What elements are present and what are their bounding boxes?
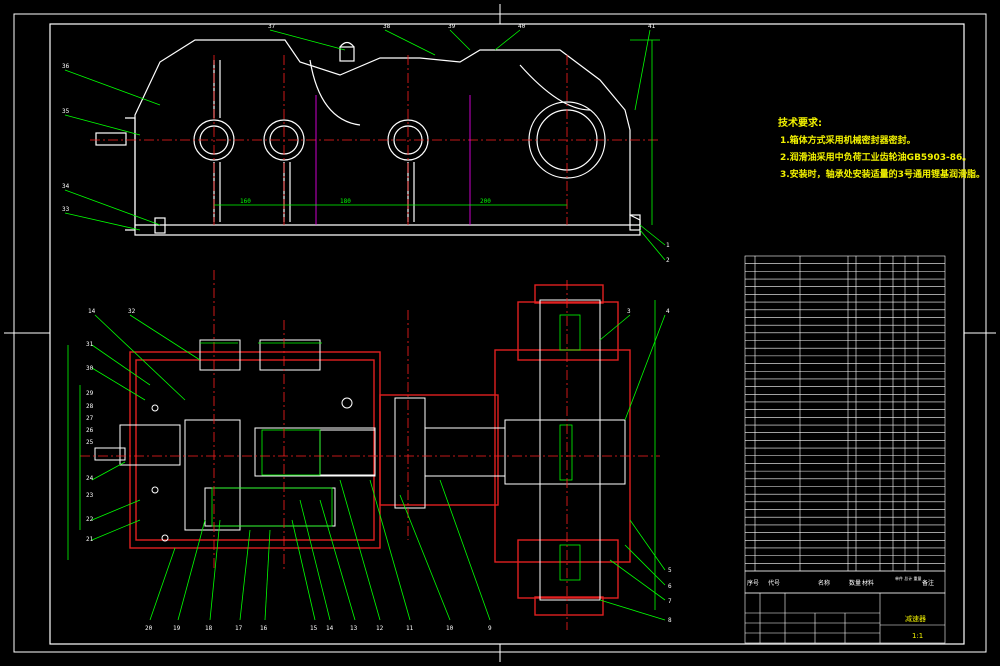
callout-r-5: 5 [668, 567, 672, 574]
callout-sec-28: 28 [86, 403, 94, 410]
bom-col-code: 代号 [768, 579, 780, 587]
front-view-magenta-lines [315, 95, 471, 225]
callout-b-10: 10 [446, 625, 454, 632]
callout-r-4: 4 [666, 308, 670, 315]
callout-1: 1 [666, 242, 670, 249]
section-view-outline [94, 299, 626, 601]
bom-col-remarks: 备注 [922, 579, 934, 587]
callout-b-11: 11 [406, 625, 414, 632]
callout-r-7: 7 [668, 598, 672, 605]
drawing-frame [4, 4, 996, 662]
tech-req-line-3: 3.安装时，轴承处安装适量的3号通用锂基润滑脂。 [780, 170, 985, 180]
callout-sec-32: 32 [128, 308, 136, 315]
section-view-hatch [129, 284, 631, 616]
bom-table [744, 255, 946, 572]
callout-b-15: 15 [310, 625, 318, 632]
dim-label-1: 160 [240, 198, 251, 205]
front-view-labels: 160 180 200 37 38 39 40 41 36 35 34 33 1… [62, 23, 670, 264]
tech-req-line-1: 1.箱体方式采用机械密封器密封。 [780, 136, 916, 146]
bom-col-index: 序号 [747, 579, 759, 587]
callout-sec-21: 21 [86, 536, 94, 543]
callout-38: 38 [383, 23, 391, 30]
tech-req-title: 技术要求: [778, 118, 822, 129]
callout-2: 2 [666, 257, 670, 264]
callout-r-8: 8 [668, 617, 672, 624]
callout-sec-14: 14 [88, 308, 96, 315]
bom-header: 序号 代号 名称 数量 材料 单件 总计 重量 备注 [744, 570, 946, 594]
callout-37: 37 [268, 23, 276, 30]
bom-col-qty: 数量 [849, 579, 861, 587]
callout-b-9: 9 [488, 625, 492, 632]
section-view-dimensions [67, 300, 666, 621]
section-view-labels: 14 32 31 30 29 28 27 26 25 24 23 22 21 2… [86, 308, 672, 632]
drawing-title: 减速器 [905, 614, 926, 623]
bom-col-material: 材料 [862, 579, 874, 587]
callout-b-19: 19 [173, 625, 181, 632]
callout-40: 40 [518, 23, 526, 30]
callout-sec-23: 23 [86, 492, 94, 499]
callout-sec-31: 31 [86, 341, 94, 348]
front-view-dimensions [64, 29, 666, 261]
dim-label-2: 180 [340, 198, 351, 205]
title-block-text: 减速器 1:1 [905, 614, 926, 640]
callout-sec-25: 25 [86, 439, 94, 446]
callout-sec-24: 24 [86, 475, 94, 482]
callout-b-17: 17 [235, 625, 243, 632]
callout-sec-29: 29 [86, 390, 94, 397]
section-view-centerlines [80, 270, 660, 630]
callout-b-20: 20 [145, 625, 153, 632]
callout-33: 33 [62, 206, 70, 213]
callout-b-18: 18 [205, 625, 213, 632]
callout-r-6: 6 [668, 583, 672, 590]
callout-r-3: 3 [627, 308, 631, 315]
callout-b-12: 12 [376, 625, 384, 632]
callout-39: 39 [448, 23, 456, 30]
dim-label-3: 200 [480, 198, 491, 205]
callout-36: 36 [62, 63, 70, 70]
bom-col-weight: 单件 总计 重量 [895, 575, 922, 581]
callout-sec-30: 30 [86, 365, 94, 372]
section-view-gears [211, 314, 581, 581]
tech-req-line-2: 2.润滑油采用中负荷工业齿轮油GB5903-86。 [780, 153, 972, 163]
drawing-scale: 1:1 [912, 632, 923, 640]
callout-sec-26: 26 [86, 427, 94, 434]
callout-b-14: 14 [326, 625, 334, 632]
callout-b-16: 16 [260, 625, 268, 632]
callout-35: 35 [62, 108, 70, 115]
callout-34: 34 [62, 183, 70, 190]
bom-col-name: 名称 [818, 579, 830, 587]
callout-sec-22: 22 [86, 516, 94, 523]
front-view-centerlines [90, 55, 660, 225]
callout-b-13: 13 [350, 625, 358, 632]
title-block [744, 592, 946, 644]
front-view [95, 39, 641, 236]
callout-41: 41 [648, 23, 656, 30]
callout-sec-27: 27 [86, 415, 94, 422]
